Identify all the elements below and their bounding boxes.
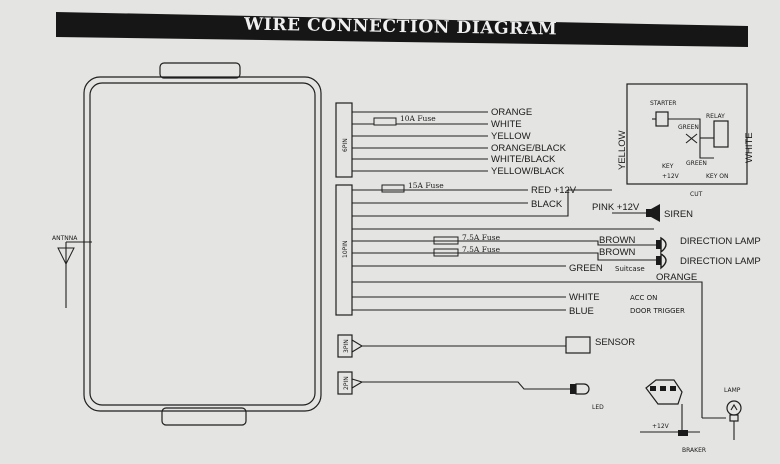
antenna-label: ANTNNA — [52, 235, 78, 242]
led-label: LED — [592, 404, 604, 411]
hand-icon — [645, 379, 683, 405]
wires-6pin: ORANGE WHITE YELLOW ORANGE/BLACK WHITE/B… — [352, 107, 567, 177]
led-group: LED — [351, 378, 604, 411]
wire-label-black: BLACK — [531, 199, 563, 210]
wire-label-white: WHITE — [491, 119, 522, 130]
direction-lamp-label-2: DIRECTION LAMP — [680, 256, 761, 267]
title-banner: WIRE CONNECTION DIAGRAM — [56, 12, 748, 47]
relay-label: RELAY — [706, 113, 725, 120]
relay-green-top-label: GREEN — [678, 124, 699, 131]
braker-12v-label: +12V — [652, 423, 670, 430]
braker-group: +12V BRAKER — [640, 379, 706, 454]
connector-6pin-label: 6PIN — [342, 138, 349, 152]
wire-label-orange-black: ORANGE/BLACK — [491, 143, 567, 154]
antenna-icon: ANTNNA — [52, 235, 92, 308]
connector-3pin: 3PIN — [337, 334, 353, 358]
led-icon — [570, 383, 590, 395]
sensor-label: SENSOR — [595, 337, 635, 348]
starter-label: STARTER — [650, 100, 676, 107]
key-label: KEY — [662, 163, 674, 170]
key-on-label: KEY ON — [706, 173, 729, 180]
page-title: WIRE CONNECTION DIAGRAM — [243, 15, 557, 40]
relay-box: YELLOW WHITE STARTER RELAY GREEN GREEN K… — [617, 83, 755, 198]
relay-yellow-label: YELLOW — [617, 130, 628, 170]
lamp-icon-2 — [656, 252, 667, 270]
fuse-15a-label: 15A Fuse — [408, 181, 444, 190]
bulb-icon — [726, 400, 742, 422]
connector-3pin-label: 3PIN — [343, 339, 350, 353]
connector-6pin: 6PIN — [335, 102, 353, 178]
wire-label-orange-trunk: ORANGE — [656, 272, 697, 283]
cut-label: CUT — [690, 191, 703, 198]
wires-10pin: RED +12V BLACK GREEN Suitcase ORANGE WHI… — [352, 185, 703, 418]
wire-label-brown-2: BROWN — [599, 247, 636, 258]
cut-x-icon — [685, 133, 698, 144]
wire-label-yellow: YELLOW — [491, 131, 531, 142]
fuse-10a-label: 10A Fuse — [400, 114, 436, 123]
wire-label-blue-door: BLUE — [569, 306, 594, 317]
siren-label: SIREN — [664, 209, 693, 220]
lamp-icon-1 — [656, 236, 667, 254]
direction-lamp-1: DIRECTION LAMP — [656, 236, 761, 254]
wire-label-red-12v: RED +12V — [531, 185, 577, 196]
starter-icon — [652, 111, 669, 127]
acc-on-label: ACC ON — [630, 294, 657, 302]
fuse-7-5a-1: 7.5A Fuse — [433, 233, 501, 245]
sensor-group: SENSOR — [351, 336, 635, 354]
relay-white-label: WHITE — [744, 132, 755, 163]
direction-lamp-2: DIRECTION LAMP — [656, 252, 761, 270]
connector-10pin: 10PIN — [335, 184, 353, 316]
pink-12v-label: PINK +12V — [592, 202, 640, 213]
wire-label-green: GREEN — [569, 263, 603, 274]
suitcase-label: Suitcase — [615, 265, 645, 273]
connector-2pin-label: 2PIN — [343, 376, 350, 390]
wire-label-white-black: WHITE/BLACK — [491, 154, 556, 165]
direction-lamp-label-1: DIRECTION LAMP — [680, 236, 761, 247]
fuse-7-5a-label-1: 7.5A Fuse — [462, 233, 501, 242]
connector-10pin-label: 10PIN — [342, 240, 349, 258]
fuse-10a: 10A Fuse — [373, 114, 436, 126]
siren-icon — [646, 204, 660, 222]
control-unit — [83, 62, 322, 426]
fuse-7-5a-2: 7.5A Fuse — [433, 245, 501, 257]
key-12v-label: +12V — [662, 173, 680, 180]
siren-group: PINK +12V SIREN — [592, 202, 693, 222]
lamp-group: LAMP — [702, 387, 742, 440]
fuse-15a: 15A Fuse — [381, 181, 444, 193]
lamp-label: LAMP — [724, 387, 741, 394]
wire-label-brown-1: BROWN — [599, 235, 636, 246]
wire-label-orange: ORANGE — [491, 107, 532, 118]
door-trigger-label: DOOR TRIGGER — [630, 307, 685, 315]
connector-2pin: 2PIN — [337, 371, 353, 395]
wire-label-yellow-black: YELLOW/BLACK — [491, 166, 565, 177]
relay-green-bottom-label: GREEN — [686, 160, 707, 167]
fuse-7-5a-label-2: 7.5A Fuse — [462, 245, 501, 254]
braker-label: BRAKER — [682, 447, 706, 454]
wire-label-white-acc: WHITE — [569, 292, 600, 303]
